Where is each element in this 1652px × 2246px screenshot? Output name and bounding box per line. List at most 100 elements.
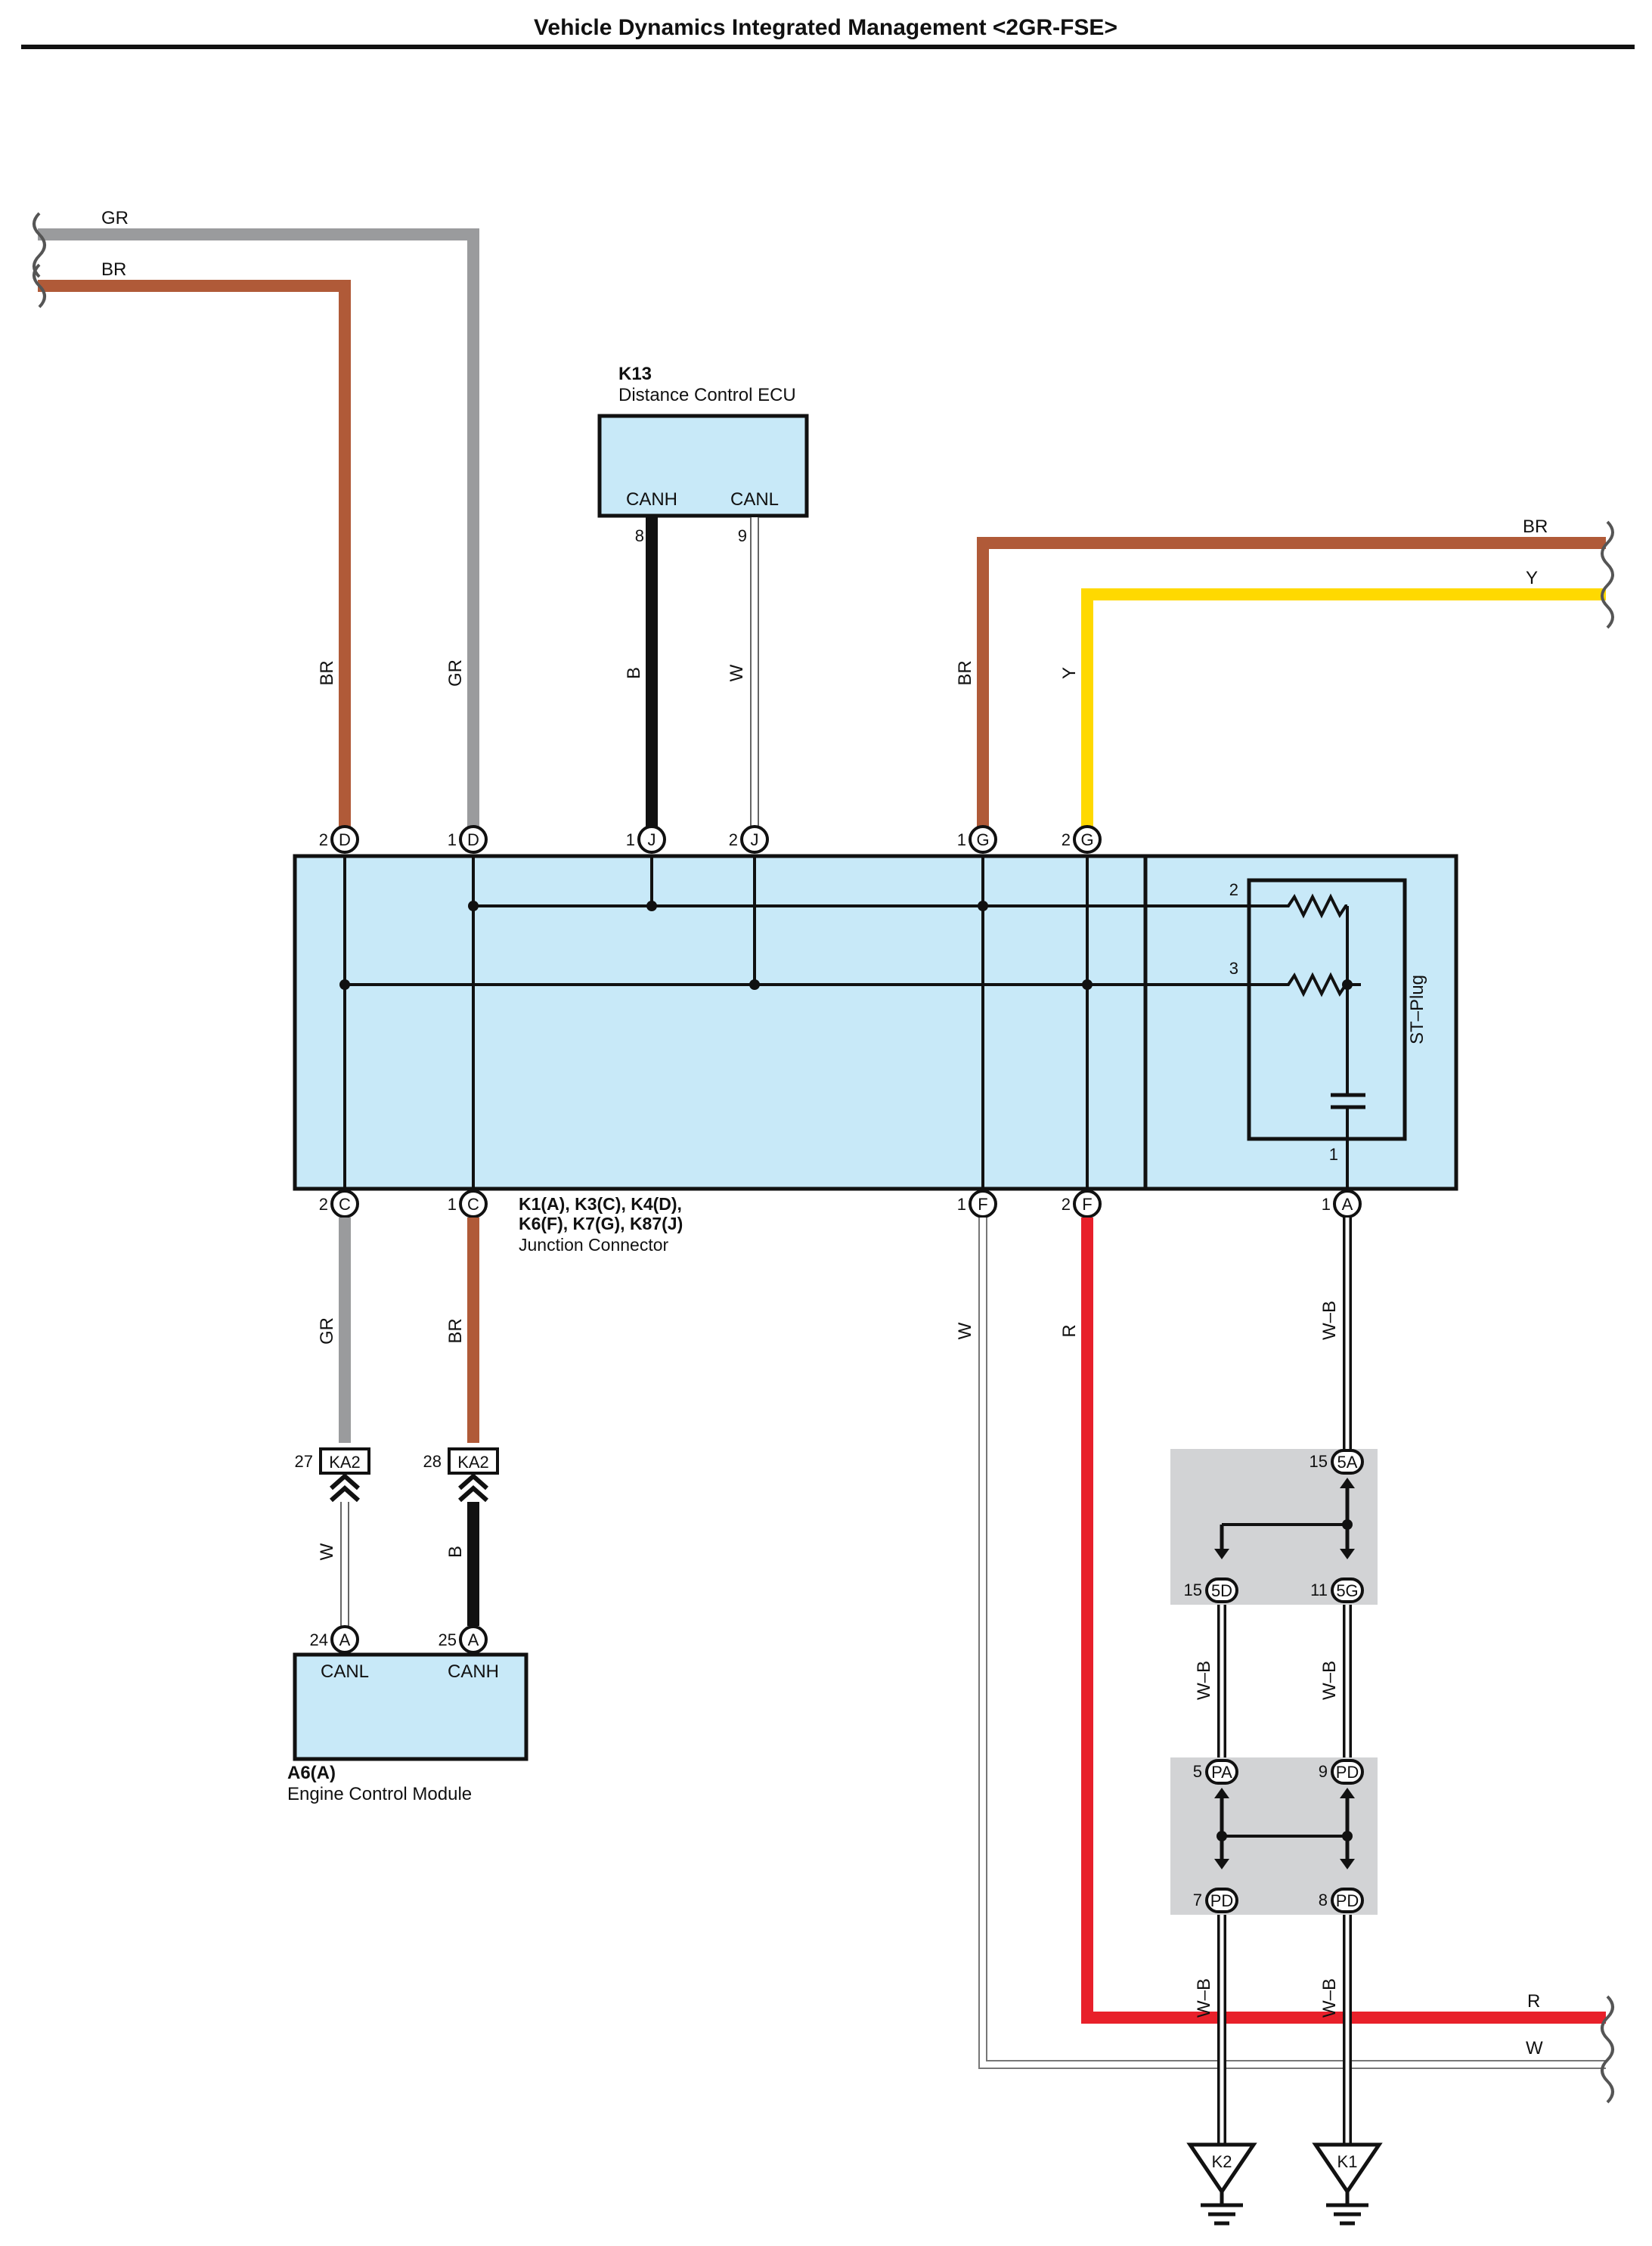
svg-text:2: 2 [319, 1195, 328, 1214]
ecm-pin-canh: CANH [448, 1661, 499, 1682]
svg-text:PD: PD [1210, 1891, 1234, 1910]
wire-label-br-c1: BR [445, 1318, 466, 1343]
k13-box [597, 414, 809, 518]
k13-name: Distance Control ECU [618, 385, 796, 405]
wire-label-w-ka2: W [317, 1543, 337, 1560]
wire-label-w-f1: W [955, 1322, 975, 1339]
wire-label-br-g1: BR [955, 660, 975, 685]
right-wire-y-label: Y [1526, 568, 1538, 588]
wire-label-w-k13: W [727, 664, 747, 681]
k13-pin-num-8: 8 [635, 526, 644, 545]
splice-box-top: 15 5A 15 5D 11 5G [1170, 1449, 1378, 1605]
junction-ids-line1: K1(A), K3(C), K4(D), [519, 1194, 682, 1214]
splice-dot [1082, 979, 1093, 990]
terminal-c2: 2 C [319, 1190, 359, 1218]
right-wire-br: BR [977, 517, 1606, 839]
svg-text:5: 5 [1193, 1762, 1202, 1781]
splice-dot [1342, 979, 1353, 990]
svg-text:2: 2 [1062, 1195, 1071, 1214]
terminal-c1: 1 C [448, 1190, 488, 1218]
svg-text:A: A [468, 1630, 479, 1649]
ground-k1: K1 [1312, 2142, 1383, 2226]
wire-label-wb: W–B [1319, 1978, 1340, 2018]
wire-f2-r [1081, 1218, 1606, 2024]
svg-text:J: J [648, 830, 656, 849]
svg-text:D: D [467, 830, 479, 849]
svg-text:G: G [1080, 830, 1093, 849]
resistor-3 [1276, 972, 1347, 997]
ecm-pin-num-24: 24 [310, 1630, 328, 1649]
connector-ka2-28: 28 KA2 [423, 1447, 499, 1503]
svg-text:C: C [467, 1195, 479, 1214]
splice-dot [646, 901, 657, 911]
splice-dot [339, 979, 350, 990]
right-wire-w-label: W [1526, 2038, 1543, 2058]
right-wire-r-label: R [1527, 1991, 1540, 2012]
svg-text:D: D [339, 830, 351, 849]
terminal-d1: 1 D [448, 825, 488, 854]
ecm-id: A6(A) [287, 1763, 336, 1783]
connector-ka2-27: 27 KA2 [295, 1447, 370, 1503]
resistor-pin-2: 2 [1229, 880, 1238, 899]
junction-box [293, 854, 1458, 1191]
terminal-f1: 1 F [957, 1190, 997, 1218]
wire-label-wb-a1: W–B [1319, 1301, 1340, 1340]
svg-text:PD: PD [1336, 1891, 1359, 1910]
terminal-g2: 2 G [1062, 825, 1102, 854]
page-title: Vehicle Dynamics Integrated Management <… [534, 15, 1117, 40]
resistor-pin-3: 3 [1229, 959, 1238, 978]
right-wire-y: Y [1081, 568, 1606, 839]
engine-control-module: 24 A 25 A CANL CANH A6(A) Engine Control… [287, 1625, 528, 1804]
right-wire-br-label: BR [1523, 517, 1548, 537]
svg-text:K1: K1 [1337, 2152, 1358, 2171]
svg-text:1: 1 [1322, 1195, 1331, 1214]
svg-text:11: 11 [1310, 1581, 1328, 1599]
svg-text:F: F [978, 1195, 987, 1214]
svg-text:27: 27 [295, 1452, 313, 1471]
capacitor-pin-1: 1 [1329, 1145, 1338, 1164]
svg-text:KA2: KA2 [329, 1453, 361, 1472]
right-break-mark-top [1601, 520, 1614, 629]
svg-text:2: 2 [319, 830, 328, 849]
svg-text:15: 15 [1184, 1581, 1202, 1599]
k13-distance-control-ecu: K13 Distance Control ECU CANH CANL 8 9 [597, 364, 809, 545]
splice-box-bottom: 5 PA 9 PD 7 PD 8 PD [1170, 1757, 1378, 1915]
svg-text:5A: 5A [1337, 1453, 1358, 1472]
wire-label-br-d2: BR [317, 660, 337, 685]
terminal-j2: 2 J [729, 825, 769, 854]
st-plug-label: ST–Plug [1407, 975, 1427, 1044]
k13-pin-canh: CANH [626, 489, 677, 510]
terminal-d2: 2 D [319, 825, 359, 854]
ecm-name: Engine Control Module [287, 1784, 472, 1804]
wire-label-wb: W–B [1194, 1978, 1214, 2018]
right-break-mark-bottom [1601, 1995, 1614, 2104]
svg-text:1: 1 [957, 1195, 966, 1214]
splice-dot [749, 979, 760, 990]
svg-text:2: 2 [729, 830, 738, 849]
left-wire-gr: GR [38, 208, 479, 839]
resistor-2 [1276, 893, 1347, 919]
ground-k2: K2 [1186, 2142, 1257, 2226]
svg-text:K2: K2 [1212, 2152, 1232, 2171]
k13-pin-num-9: 9 [738, 526, 747, 545]
terminal-a1: 1 A [1322, 1190, 1362, 1218]
svg-text:PA: PA [1211, 1763, 1232, 1782]
junction-ids-line2: K6(F), K7(G), K87(J) [519, 1214, 683, 1233]
wire-label-b-ka2: B [445, 1546, 466, 1558]
terminal-f2: 2 F [1062, 1190, 1102, 1218]
wire-label-b-k13: B [624, 667, 644, 679]
svg-text:2: 2 [1062, 830, 1071, 849]
wire-label-wb: W–B [1319, 1661, 1340, 1700]
left-break-mark-gr [33, 212, 46, 278]
ecm-pin-canl: CANL [321, 1661, 369, 1682]
left-wire-br: BR [38, 259, 351, 839]
wire-label-r-f2: R [1059, 1324, 1080, 1337]
ecm-pin-num-25: 25 [439, 1630, 457, 1649]
terminal-g1: 1 G [957, 825, 997, 854]
st-plug-frame [1247, 878, 1407, 1141]
wire-label-wb: W–B [1194, 1661, 1214, 1700]
svg-text:15: 15 [1310, 1452, 1328, 1471]
ecm-box [293, 1652, 528, 1761]
left-break-mark-br [33, 263, 46, 309]
